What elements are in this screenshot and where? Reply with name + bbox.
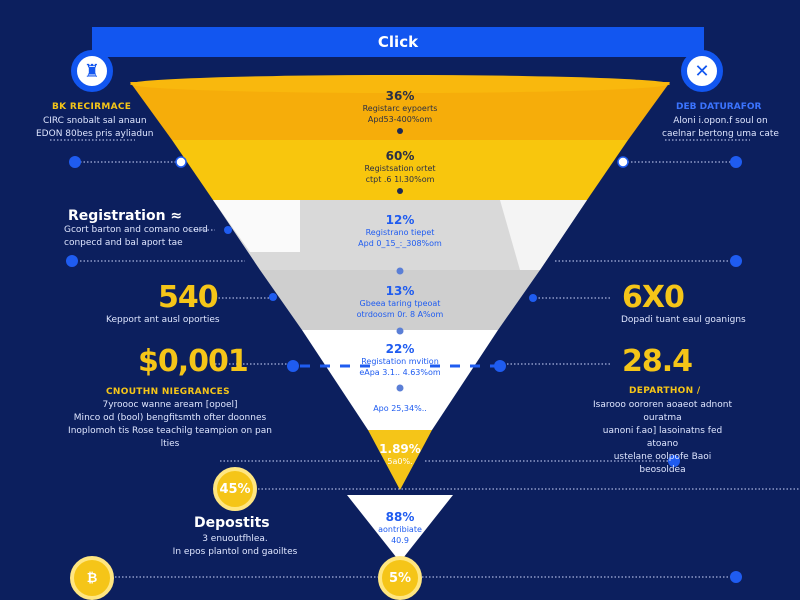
left-stat-1-desc: Kepport ant ausl oporties bbox=[106, 315, 220, 325]
funnel-band-5 bbox=[302, 330, 498, 430]
coin-5: 5% bbox=[378, 556, 422, 600]
right-caption: DEB DATURAFOR bbox=[676, 102, 762, 112]
left-stat-2: $0,001 bbox=[138, 344, 249, 379]
funnel-stage-6: Apo 25,34%.. bbox=[373, 404, 427, 413]
funnel-band-4 bbox=[260, 270, 540, 330]
right-stat-2: 28.4 bbox=[622, 344, 693, 379]
funnel-bottom bbox=[347, 495, 453, 562]
shield-icon: ♜ bbox=[71, 50, 113, 92]
coin-45: 45% bbox=[213, 467, 257, 511]
title-banner: Click bbox=[92, 27, 704, 57]
cross-tools-icon: ✕ bbox=[681, 50, 723, 92]
left-caption-2: CNOUTHN NIEGRANCES bbox=[106, 387, 230, 397]
registration-title: Registration ≈ bbox=[68, 208, 183, 224]
funnel-band-1 bbox=[130, 82, 670, 140]
funnel-band-6 bbox=[368, 430, 432, 490]
deposits-title: Depostits bbox=[194, 515, 270, 531]
left-caption: BK RECIRMACE bbox=[52, 102, 132, 112]
left-stat-1: 540 bbox=[158, 280, 219, 315]
funnel-stage-7: 1.89%5a0%. bbox=[379, 442, 421, 466]
deposits-description: 3 enuoutfhlea.In epos plantol ond gaoilt… bbox=[172, 534, 298, 557]
left-description-2: 7yroooc wanne aream [opoel]Minco od (boo… bbox=[68, 400, 272, 449]
right-stat-1: 6X0 bbox=[622, 280, 685, 315]
right-stat-1-desc: Dopadi tuant eaul goanigns bbox=[621, 315, 746, 325]
right-caption-2: DEPARTHON / bbox=[629, 386, 701, 396]
funnel-band-3 bbox=[213, 200, 587, 270]
funnel-band-2 bbox=[172, 140, 628, 200]
bitcoin-icon: ₿ bbox=[70, 556, 114, 600]
